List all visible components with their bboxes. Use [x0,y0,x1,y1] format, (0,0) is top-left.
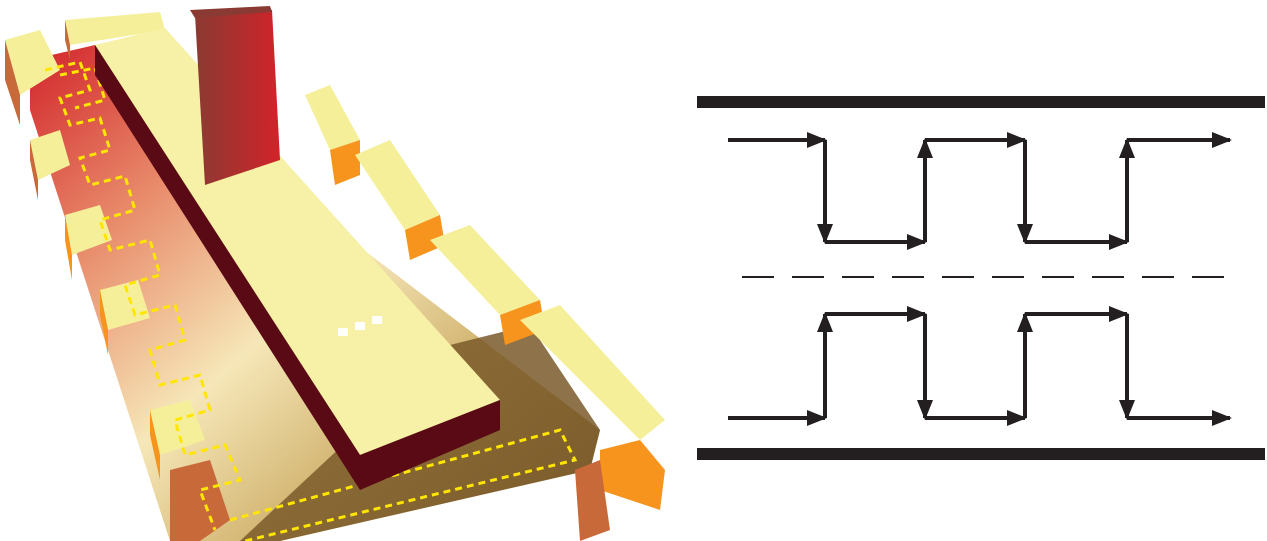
right-wall [305,85,665,541]
central-block-end [360,400,500,490]
central-block-top [95,28,500,455]
top-wall [697,96,1265,108]
bottom-wall [697,448,1265,460]
flow-arrows [728,132,1232,426]
heat-column [195,10,280,185]
ellipsis-marker [338,316,382,336]
central-block-side [95,45,360,490]
channel-3d-illustration [5,6,665,541]
heat-column-top [190,6,272,18]
left-wall [5,12,230,541]
